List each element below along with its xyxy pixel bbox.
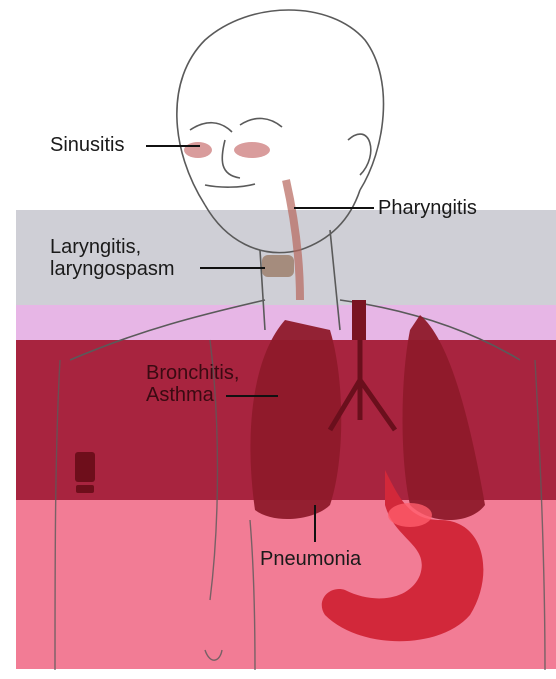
label-pharyngitis: Pharyngitis — [378, 197, 477, 219]
white-gap — [0, 340, 16, 679]
seal-mark-icon — [75, 452, 95, 493]
label-bronchitis: Bronchitis, Asthma — [146, 362, 239, 406]
larynx-shape — [262, 255, 294, 277]
stomach-highlight — [388, 503, 432, 527]
label-pneumonia: Pneumonia — [260, 548, 361, 570]
trachea — [352, 300, 366, 340]
sinus-highlight-left — [184, 142, 212, 158]
sinus-highlight-right — [234, 142, 270, 158]
label-sinusitis: Sinusitis — [50, 134, 124, 156]
label-laryngitis: Laryngitis, laryngospasm — [50, 236, 175, 280]
